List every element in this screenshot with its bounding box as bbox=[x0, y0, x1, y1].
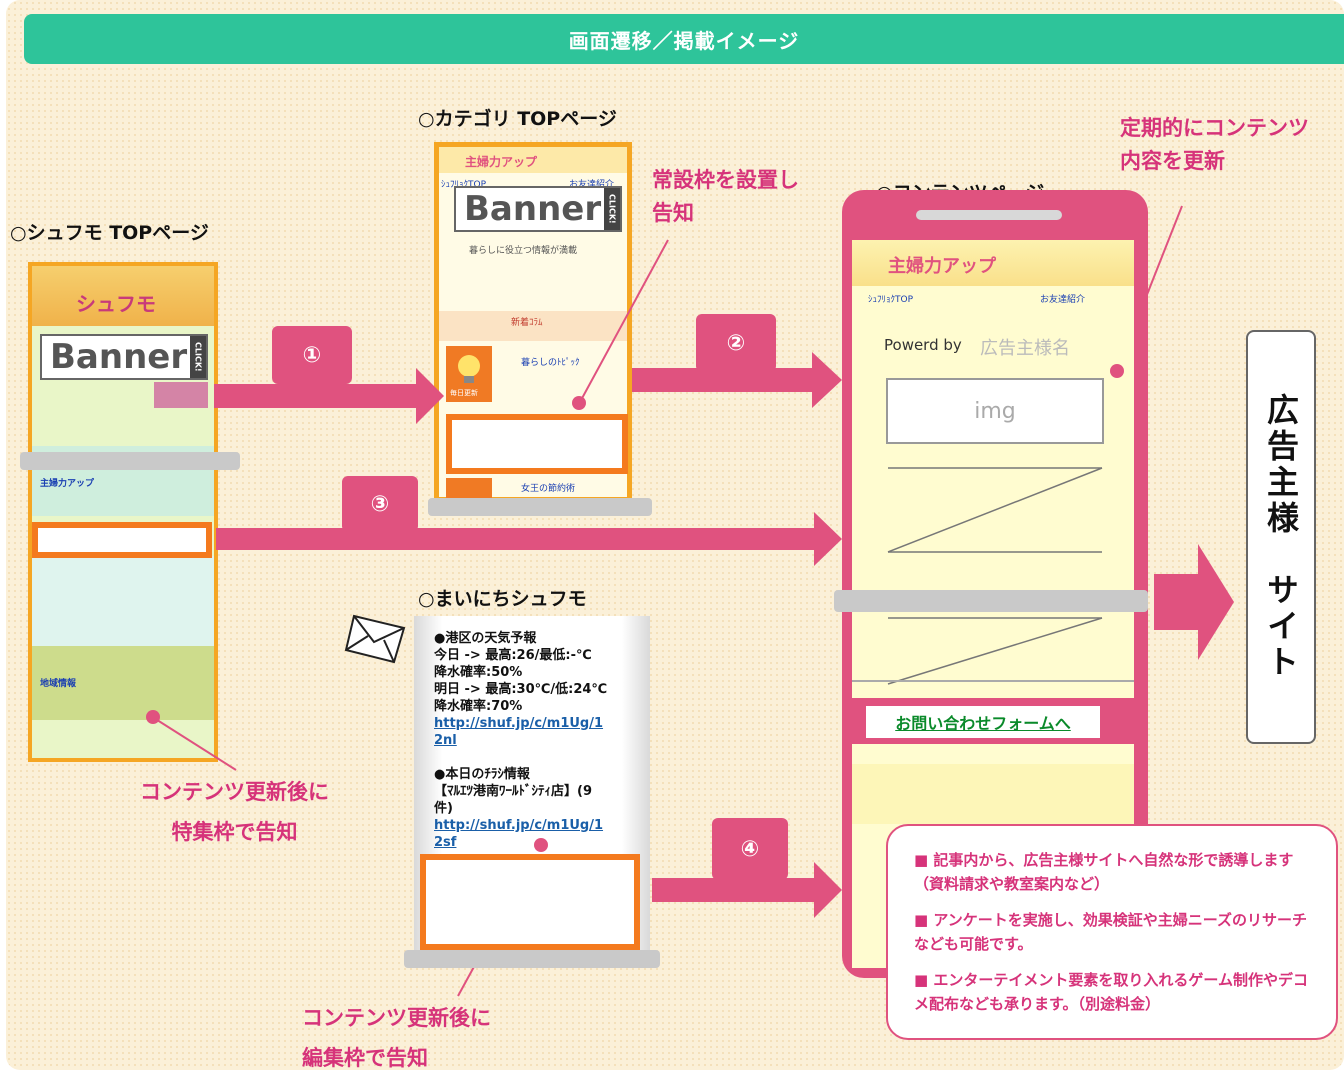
advertiser-site-label: 広告主様 サイト bbox=[1262, 393, 1300, 681]
category-slot-dot bbox=[572, 396, 586, 410]
step-3-label: ③ bbox=[342, 476, 418, 532]
phone-top-link[interactable]: ｼｭﾌﾘｮｸTOP bbox=[868, 295, 914, 305]
envelope-icon bbox=[344, 614, 406, 664]
category-permanent-slot[interactable] bbox=[446, 414, 628, 474]
category-click-tab: CLICK! bbox=[604, 188, 620, 230]
mail-link-1[interactable]: http://shuf.jp/c/m1Ug/1 2nl bbox=[434, 716, 604, 748]
category-banner[interactable]: Banner bbox=[454, 186, 622, 232]
contact-form-link[interactable]: お問い合わせフォームへ bbox=[866, 706, 1100, 738]
section-title-shufumo-top: ○シュフモ TOPページ bbox=[10, 222, 209, 244]
category-friend-intro[interactable]: お友達紹介 bbox=[569, 180, 615, 190]
note-regular-update: 定期的にコンテンツ 内容を更新 bbox=[1120, 116, 1309, 173]
phone-powered-by: Powerd by bbox=[884, 336, 962, 354]
info-item-2: ■ アンケートを実施し、効果検証や主婦ニーズのリサーチなども可能です。 bbox=[914, 911, 1308, 953]
phone-text-placeholder bbox=[887, 467, 1103, 685]
lightbulb-icon: 毎日更新 bbox=[446, 346, 492, 402]
phone-cut-strip bbox=[834, 590, 1148, 612]
mail-edit-slot[interactable] bbox=[420, 854, 640, 950]
category-tagline: 暮らしに役立つ情報が満載 bbox=[469, 246, 578, 256]
category-item-2[interactable]: 女王の節約術 bbox=[521, 484, 576, 494]
category-item-1[interactable]: 暮らしのﾄﾋﾟｯｸ bbox=[521, 358, 580, 368]
step-2-label: ② bbox=[696, 314, 776, 372]
phone-divider-1 bbox=[852, 680, 1134, 682]
phone-logo: 主婦力アップ bbox=[888, 256, 996, 277]
info-item-1: ■ 記事内から、広告主様サイトへ自然な形で誘導します（資料請求や教室案内など） bbox=[914, 851, 1294, 893]
shufumo-list-area bbox=[32, 556, 214, 646]
page-header: 画面遷移／掲載イメージ bbox=[24, 14, 1344, 64]
advertiser-site-box[interactable]: 広告主様 サイト bbox=[1246, 330, 1316, 744]
note-permanent-slot: 常設枠を設置し 告知 bbox=[652, 168, 799, 225]
shufumo-cut-strip bbox=[20, 452, 240, 470]
note-edit-slot: コンテンツ更新後に 編集枠で告知 bbox=[302, 1006, 491, 1070]
shufumo-logo: シュフモ bbox=[76, 292, 156, 316]
category-logo-bar: 主婦力アップ bbox=[439, 147, 627, 173]
phone-update-dot bbox=[1110, 364, 1124, 378]
mail-content: ●港区の天気予報 今日 -> 最高:26/最低:-℃ 降水確率:50% 明日 -… bbox=[434, 631, 608, 850]
mail-slot-dot bbox=[534, 838, 548, 852]
header-title: 画面遷移／掲載イメージ bbox=[568, 28, 800, 53]
shufumo-feature-slot[interactable] bbox=[32, 522, 212, 558]
shufumo-section-2: 地域情報 bbox=[40, 679, 77, 689]
phone-img-placeholder: img bbox=[886, 378, 1104, 444]
step-4-label: ④ bbox=[712, 818, 788, 880]
section-title-mainichi: ○まいにちシュフモ bbox=[418, 588, 587, 610]
shufumo-link-highlight[interactable] bbox=[154, 382, 208, 408]
phone-logo-bar: 主婦力アップ bbox=[852, 240, 1134, 286]
section-title-category-top: ○カテゴリ TOPページ bbox=[418, 108, 617, 130]
daily-update-label: 毎日更新 bbox=[450, 389, 478, 397]
service-info-box: ■ 記事内から、広告主様サイトへ自然な形で誘導します（資料請求や教室案内など） … bbox=[886, 824, 1338, 1040]
category-news-band: 新着ｺﾗﾑ bbox=[439, 311, 627, 341]
step-1-label: ① bbox=[272, 326, 352, 384]
category-top-link[interactable]: ｼｭﾌﾘｮｸTOP bbox=[441, 180, 487, 190]
shufumo-section-band-2: 地域情報 bbox=[32, 646, 214, 720]
category-news: 新着ｺﾗﾑ bbox=[511, 318, 543, 328]
mail-link-2[interactable]: http://shuf.jp/c/m1Ug/1 2sf bbox=[434, 818, 604, 850]
phone-advertiser-name: 広告主様名 bbox=[980, 338, 1070, 359]
shufumo-logo-area: シュフモ bbox=[32, 266, 214, 326]
note-feature-slot: コンテンツ更新後に 特集枠で告知 bbox=[140, 780, 329, 844]
shufumo-click-tab: CLICK! bbox=[190, 336, 206, 378]
category-logo: 主婦力アップ bbox=[465, 155, 538, 169]
info-item-3: ■ エンターテイメント要素を取り入れるゲーム制作やデコメ配布なども承ります。（別… bbox=[914, 971, 1308, 1013]
mail-cut-strip bbox=[404, 950, 660, 968]
shufumo-banner[interactable]: Banner bbox=[40, 334, 208, 380]
phone-footer-nav bbox=[852, 764, 1134, 824]
shufumo-section-1: 主婦力アップ bbox=[40, 479, 95, 489]
category-cut-strip bbox=[428, 498, 652, 516]
phone-speaker bbox=[916, 210, 1062, 220]
phone-friend-intro[interactable]: お友達紹介 bbox=[1040, 295, 1086, 305]
